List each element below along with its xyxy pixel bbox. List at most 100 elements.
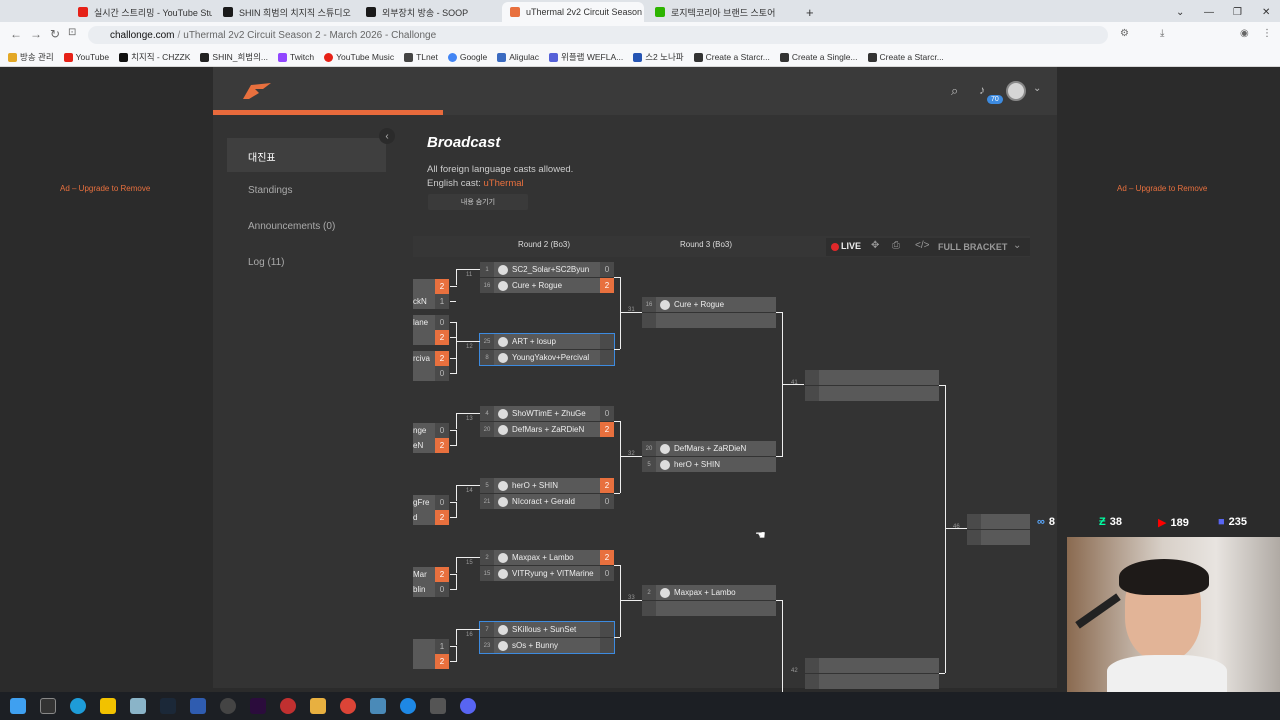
taskbar [0, 692, 1280, 720]
page-icon [693, 52, 703, 62]
bookmark[interactable]: 위플랩 WEFLA... [549, 51, 623, 63]
challonge-icon [510, 7, 520, 17]
reload-icon[interactable]: ↻ [50, 27, 61, 41]
chzzk-icon [223, 7, 233, 17]
stat-twitch: ■235 [1218, 516, 1248, 528]
webcam-overlay [1067, 537, 1280, 692]
sidebar-item-standings[interactable]: Standings [248, 185, 293, 196]
full-bracket-button[interactable]: FULL BRACKET [938, 242, 1008, 252]
tab-label: 실시간 스트리밍 - YouTube Studio [94, 7, 212, 18]
bookmark[interactable]: Create a Single... [779, 52, 858, 62]
twitch-icon: ■ [1218, 516, 1225, 528]
new-tab-button[interactable]: + [806, 4, 814, 20]
task-view-icon[interactable] [40, 698, 56, 714]
windows-start-icon[interactable] [10, 698, 26, 714]
broadcast-line1: All foreign language casts allowed. [427, 164, 574, 175]
site-header: ⌕ ♪ 70 ⌄ [213, 67, 1057, 115]
twitch-icon [278, 52, 288, 62]
premiere-icon[interactable] [250, 698, 266, 714]
challonge-logo-icon[interactable] [241, 81, 273, 101]
ad-left[interactable]: Ad – Upgrade to Remove [60, 184, 151, 193]
bell-icon[interactable]: ♪ [979, 83, 985, 97]
menu-icon[interactable]: ⋮ [1262, 28, 1272, 39]
tab-label: 로지텍코리아 브랜드 스토어 [671, 7, 776, 18]
search-icon[interactable]: ⌕ [951, 83, 959, 98]
url-field[interactable]: challonge.com / uThermal 2v2 Circuit Sea… [88, 26, 1108, 44]
print-icon[interactable]: ⎙ [892, 240, 900, 251]
avatar[interactable] [1006, 81, 1026, 101]
bookmark[interactable]: 방송 관리 [8, 51, 54, 63]
browser-tab-active[interactable]: uThermal 2v2 Circuit Season 2 - ✕ [502, 2, 644, 22]
collapse-sidebar-button[interactable]: ‹ [379, 128, 395, 144]
download-icon[interactable]: ⤓ [1160, 28, 1165, 39]
site-info-icon[interactable]: ⊡ [68, 27, 77, 38]
app-icon[interactable] [370, 698, 386, 714]
chrome-icon[interactable] [340, 698, 356, 714]
round-3-label: Round 3 (Bo3) [679, 240, 733, 249]
bookmark[interactable]: TLnet [404, 52, 438, 62]
battlenet-icon[interactable] [400, 698, 416, 714]
logitech-icon [655, 7, 665, 17]
tab-label: uThermal 2v2 Circuit Season 2 - [526, 7, 644, 17]
steam-icon[interactable] [160, 698, 176, 714]
content-panel [213, 115, 1057, 688]
tab-label: 외부장치 방송 - SOOP [382, 7, 469, 18]
folder-icon[interactable] [310, 698, 326, 714]
back-icon[interactable]: ← [10, 27, 22, 41]
move-icon[interactable]: ✥ [871, 240, 880, 251]
url-title: uThermal 2v2 Circuit Season 2 - March 20… [183, 29, 437, 41]
youtube-music-icon [324, 52, 334, 62]
browser-tab[interactable]: 로지텍코리아 브랜드 스토어 [647, 2, 795, 22]
round-2-label: Round 2 (Bo3) [517, 240, 571, 249]
chevron-down-icon[interactable]: ⌄ [1176, 6, 1185, 18]
broadcast-title: Broadcast [427, 134, 501, 151]
bookmark[interactable]: Aligulac [497, 52, 539, 62]
browser-tab-bar: 실시간 스트리밍 - YouTube Studio SHIN 희범의 치지직 스… [0, 0, 1280, 22]
bookmark[interactable]: Twitch [278, 52, 314, 62]
browser-tab[interactable]: 실시간 스트리밍 - YouTube Studio [70, 2, 212, 22]
chzzk-icon [119, 52, 129, 62]
hide-content-button[interactable]: 내용 숨기기 [428, 194, 528, 210]
obs-icon[interactable] [220, 698, 236, 714]
soop-icon: ∞ [1037, 516, 1045, 528]
edge-icon[interactable] [70, 698, 86, 714]
bookmark[interactable]: Create a Starcr... [867, 52, 944, 62]
url-domain: challonge.com [110, 29, 175, 41]
sticky-notes-icon[interactable] [100, 698, 116, 714]
profile-icon[interactable]: ◉ [1240, 28, 1249, 39]
bookmark[interactable]: Google [447, 52, 487, 62]
sidebar-item-bracket[interactable]: 대진표 [248, 153, 276, 164]
maximize-button[interactable]: ❐ [1233, 6, 1242, 18]
minimize-button[interactable]: — [1204, 6, 1214, 18]
forward-icon[interactable]: → [30, 27, 42, 41]
visual-studio-icon[interactable] [190, 698, 206, 714]
extensions-icon[interactable]: ⚙ [1120, 28, 1129, 39]
bookmark[interactable]: 스2 노나파 [633, 51, 684, 63]
browser-tab[interactable]: SHIN 희범의 치지직 스튜디오 [215, 2, 355, 22]
browser-tab[interactable]: 외부장치 방송 - SOOP [358, 2, 498, 22]
bookmark[interactable]: 치지직 - CHZZK [119, 51, 190, 63]
uthermal-link[interactable]: uThermal [483, 178, 524, 189]
record-icon[interactable] [280, 698, 296, 714]
close-window-button[interactable]: ✕ [1262, 6, 1271, 18]
app-icon[interactable] [130, 698, 146, 714]
live-label[interactable]: LIVE [841, 241, 862, 251]
ad-right[interactable]: Ad – Upgrade to Remove [1117, 184, 1208, 193]
discord-icon[interactable] [460, 698, 476, 714]
tab-label: SHIN 희범의 치지직 스튜디오 [239, 7, 351, 18]
bookmark[interactable]: Create a Starcr... [693, 52, 770, 62]
bookmark[interactable]: YouTube Music [324, 52, 394, 62]
live-dot-icon [831, 243, 839, 251]
app-icon[interactable] [430, 698, 446, 714]
sidebar-item-announcements[interactable]: Announcements (0) [248, 221, 336, 232]
chevron-down-icon[interactable]: ⌄ [1033, 83, 1042, 94]
naver-icon [633, 52, 643, 62]
sidebar-item-log[interactable]: Log (11) [248, 257, 285, 268]
bookmark[interactable]: YouTube [63, 52, 109, 62]
tlnet-icon [404, 52, 414, 62]
embed-code-icon[interactable]: </> [915, 240, 930, 251]
chevron-down-icon[interactable]: ⌄ [1013, 240, 1022, 251]
weflab-icon [549, 52, 559, 62]
google-icon [447, 52, 457, 62]
bookmark[interactable]: SHIN_희범의... [200, 51, 268, 63]
